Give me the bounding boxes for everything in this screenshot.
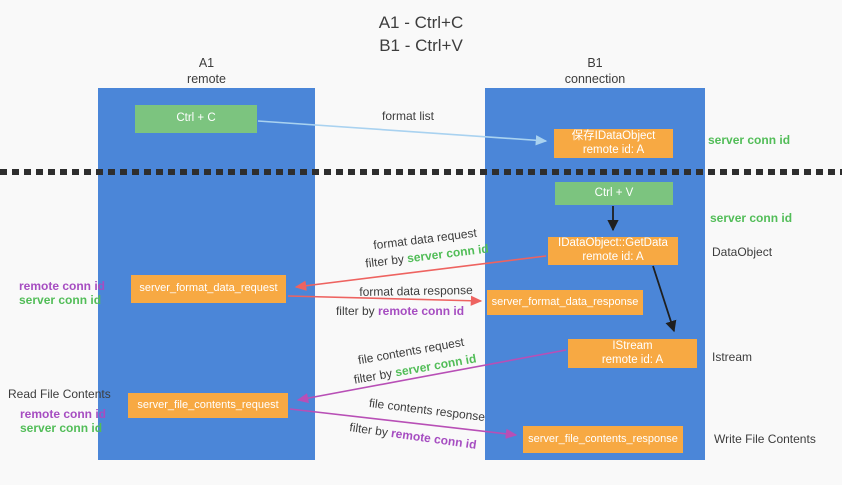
lane-header-b1: B1 connection [485, 56, 705, 87]
node-ctrl-v-label: Ctrl + V [594, 186, 634, 199]
side-label-server-conn-id-file: server conn id [20, 421, 103, 435]
node-idataobject-getdata: IDataObject::GetData remote id: A [548, 237, 678, 265]
node-idataobject-getdata-line2: remote id: A [582, 251, 644, 263]
file-contents-request-arrow [296, 349, 567, 404]
node-server-format-data-response: server_format_data_response [487, 290, 643, 315]
node-save-idataobject-line1: 保存IDataObject [571, 129, 656, 142]
flow-label-format-list: format list [381, 109, 435, 123]
filter-remote-conn-id-1: remote conn id [378, 304, 465, 318]
node-istream-line1: IStream [612, 339, 653, 352]
node-server-file-contents-response: server_file_contents_response [523, 426, 683, 453]
lane-b1-subtitle: connection [564, 71, 626, 86]
lane-b1-name: B1 [587, 56, 603, 70]
node-server-format-data-request: server_format_data_request [131, 275, 286, 303]
node-server-file-contents-request: server_file_contents_request [128, 393, 288, 418]
getdata-to-istream-arrow [652, 265, 677, 333]
flow-label-filter-remote-1: filter by remote conn id [336, 304, 464, 318]
side-label-write-file-contents: Write File Contents [714, 432, 816, 446]
side-label-remote-conn-id-file: remote conn id [20, 407, 107, 421]
side-label-server-conn-id-format: server conn id [19, 293, 102, 307]
file-contents-response-arrow [289, 408, 518, 439]
format-list-arrow [257, 120, 548, 146]
side-label-istream: Istream [712, 350, 753, 364]
page-title-line2: B1 - Ctrl+V [379, 36, 463, 56]
node-server-file-contents-response-label: server_file_contents_response [528, 432, 678, 445]
lane-a1-name: A1 [198, 56, 215, 70]
page-title-line1: A1 - Ctrl+C [378, 13, 464, 32]
page-title: A1 - Ctrl+C B1 - Ctrl+V [0, 11, 842, 58]
node-server-file-contents-request-label: server_file_contents_request [137, 398, 279, 411]
lane-header-a1: A1 remote [98, 56, 315, 87]
node-istream: IStream remote id: A [568, 339, 697, 368]
node-save-idataobject: 保存IDataObject remote id: A [554, 129, 673, 158]
side-label-server-conn-id-ctrlv: server conn id [710, 211, 793, 225]
side-label-remote-conn-id-format: remote conn id [19, 279, 106, 293]
side-label-dataobject: DataObject [712, 245, 773, 259]
filter-by-text-2: filter by [335, 304, 375, 318]
boundary-dotted-line [0, 169, 842, 175]
node-istream-line2: remote id: A [601, 353, 664, 366]
node-ctrl-v: Ctrl + V [555, 182, 673, 205]
node-server-format-data-response-label: server_format_data_response [491, 295, 639, 308]
format-data-request-arrow [294, 255, 547, 291]
flow-label-format-data-response: format data response [359, 283, 473, 299]
node-server-format-data-request-label: server_format_data_request [139, 282, 278, 295]
node-ctrl-c: Ctrl + C [135, 105, 257, 133]
node-save-idataobject-line2: remote id: A [582, 143, 645, 156]
lane-a1-subtitle: remote [187, 71, 226, 86]
node-ctrl-c-label: Ctrl + C [176, 112, 216, 125]
side-label-server-conn-id-save: server conn id [708, 133, 791, 147]
side-label-read-file-contents: Read File Contents [8, 387, 111, 401]
format-data-response-arrow [287, 295, 483, 306]
node-idataobject-getdata-line1: IDataObject::GetData [558, 237, 668, 250]
